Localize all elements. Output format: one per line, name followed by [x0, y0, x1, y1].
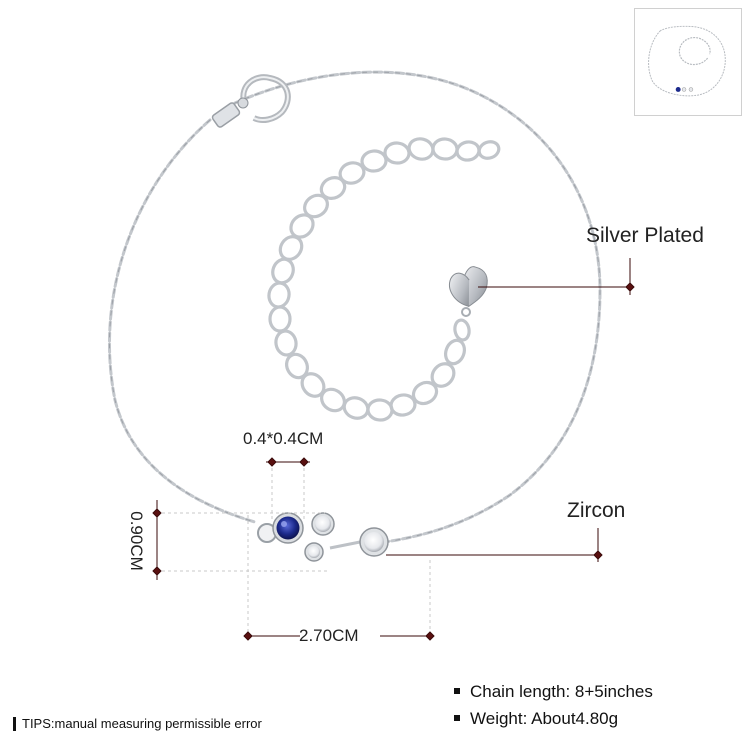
- thumbnail-image: [648, 25, 726, 97]
- main-chain: [108, 70, 602, 544]
- spec-weight-text: Weight: About4.80g: [470, 709, 619, 728]
- main-chain-shade: [109, 71, 601, 543]
- stone-cluster: [257, 512, 389, 562]
- tips-marker: [13, 717, 16, 731]
- length-label: 2.70CM: [299, 626, 359, 645]
- spec-weight: Weight: About4.80g: [454, 709, 618, 729]
- bullet-icon: [454, 687, 460, 694]
- spec-chain-length-text: Chain length: 8+5inches: [470, 682, 653, 701]
- heart-charm: [449, 266, 488, 317]
- zircon-label: Zircon: [567, 499, 626, 522]
- height-label: 0.90CM: [127, 511, 146, 571]
- tips-text: TIPS:manual measuring permissible error: [22, 716, 262, 731]
- lobster-clasp: [211, 74, 291, 128]
- silver-plated-label: Silver Plated: [586, 224, 704, 247]
- dimension-guides: [162, 462, 431, 636]
- dimension-lines: [152, 258, 635, 641]
- spec-chain-length: Chain length: 8+5inches: [454, 682, 653, 702]
- product-thumbnail[interactable]: [634, 8, 742, 116]
- bullet-icon: [454, 714, 460, 721]
- stone-size-label: 0.4*0.4CM: [243, 429, 324, 448]
- extension-chain: [267, 137, 501, 422]
